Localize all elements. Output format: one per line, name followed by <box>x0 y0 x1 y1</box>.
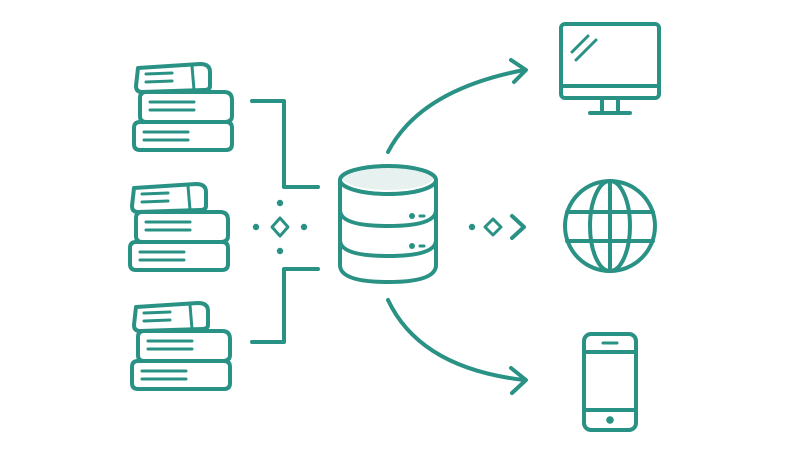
straight-arrow <box>468 214 526 240</box>
curved-arrow-down <box>386 298 528 395</box>
book-stack-icon <box>128 182 230 272</box>
book-stack-icon <box>130 301 232 391</box>
diamond-node-icon <box>252 199 308 255</box>
curved-arrow-up <box>386 58 528 154</box>
database-icon <box>338 164 438 284</box>
smartphone-icon <box>582 332 638 432</box>
desktop-monitor-icon <box>559 22 661 115</box>
diagram-ink <box>128 22 661 432</box>
book-stack-icon <box>132 62 234 152</box>
globe-icon <box>563 179 657 273</box>
bracket-connector <box>250 99 320 344</box>
